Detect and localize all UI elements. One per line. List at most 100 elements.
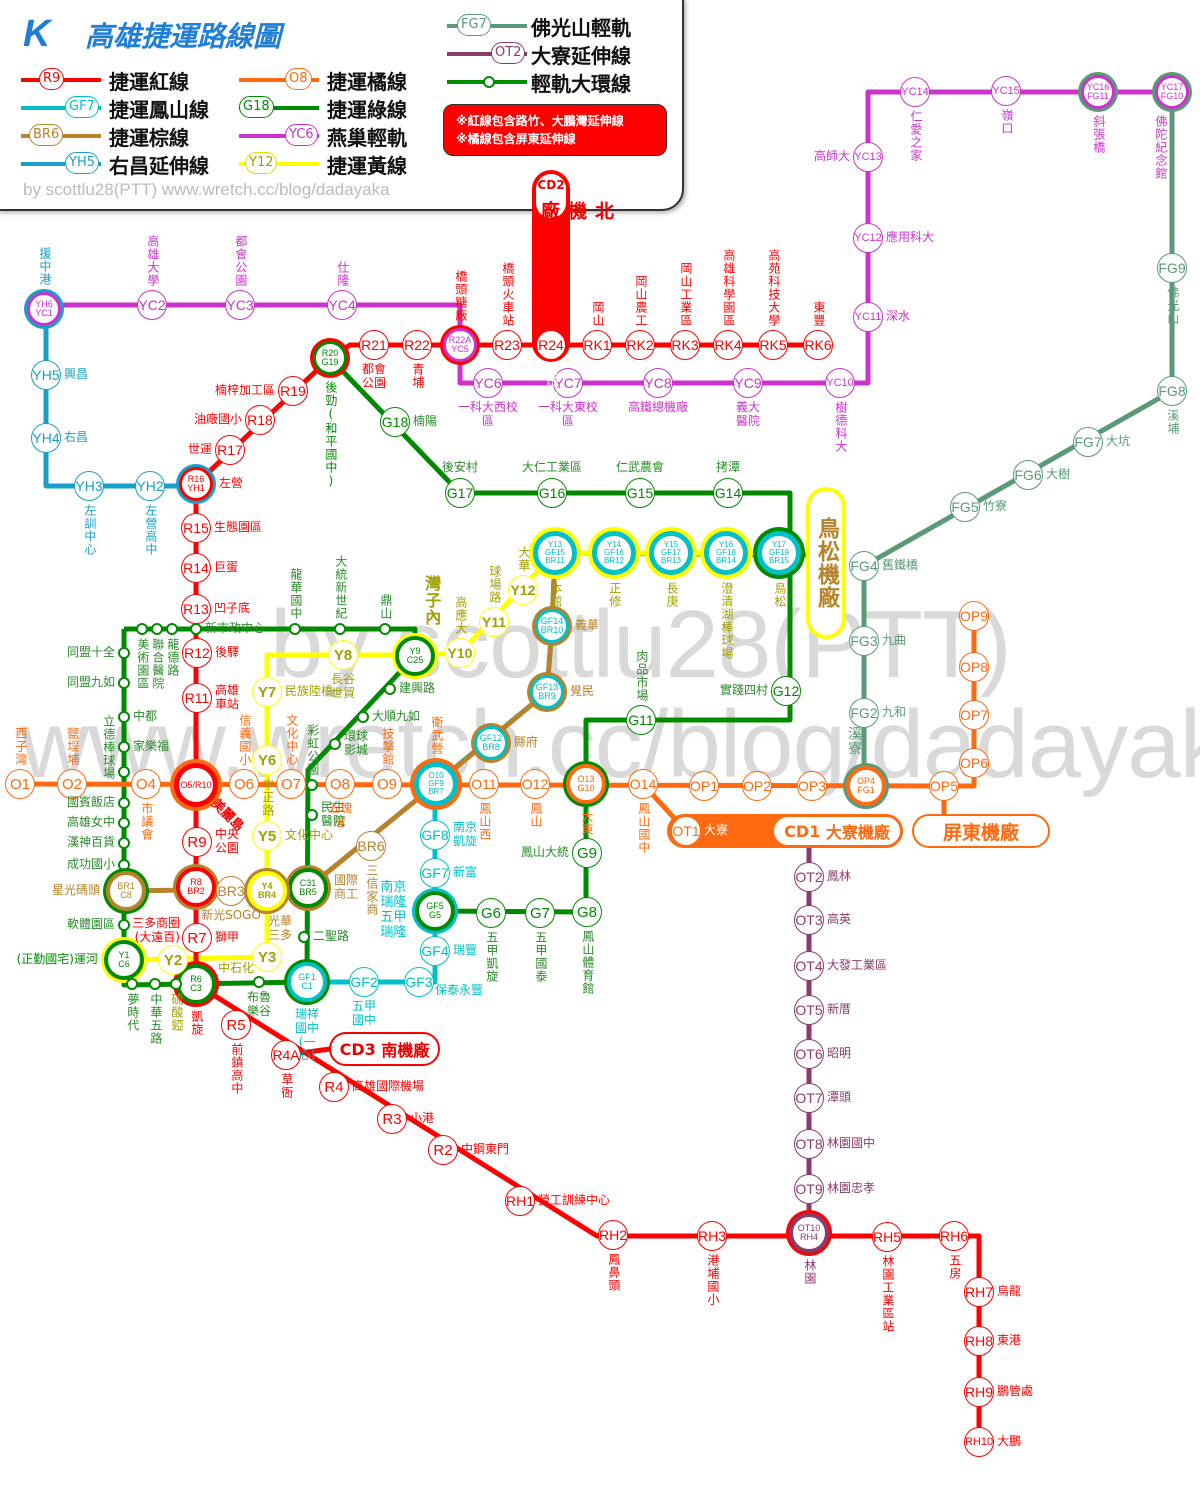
station[interactable]: FG3 (849, 626, 879, 656)
station[interactable]: R8 BR2 (176, 867, 216, 907)
station[interactable]: RH6 (939, 1221, 969, 1251)
station[interactable]: R22 (402, 330, 432, 360)
station[interactable]: R21 (359, 330, 389, 360)
station[interactable]: O9 (372, 769, 402, 799)
station[interactable]: G18 (380, 407, 410, 437)
station[interactable]: OP6 (959, 748, 989, 778)
station[interactable]: G15 (625, 478, 655, 508)
station[interactable]: GF3 (404, 967, 434, 997)
station[interactable]: Y13 GF15 BR11 (533, 531, 577, 575)
station[interactable]: YC11 (853, 302, 883, 332)
station[interactable]: RK5 (758, 330, 788, 360)
station[interactable]: R20 G19 (313, 341, 347, 375)
station[interactable]: G6 (476, 898, 506, 928)
station[interactable]: YC9 (733, 368, 763, 398)
station[interactable]: RK6 (803, 330, 833, 360)
station[interactable] (118, 837, 130, 849)
station[interactable]: R9 (182, 827, 212, 857)
station[interactable]: YC13 (853, 142, 883, 172)
station[interactable] (306, 809, 318, 821)
station[interactable]: RH2 (598, 1220, 628, 1250)
station[interactable]: Y2 (158, 945, 188, 975)
station[interactable]: R13 (181, 594, 211, 624)
station[interactable] (166, 623, 178, 635)
station[interactable]: Y11 (479, 607, 509, 637)
station[interactable] (136, 623, 148, 635)
station[interactable]: YH2 (135, 471, 165, 501)
station[interactable] (190, 623, 202, 635)
station[interactable]: GF4 (420, 936, 450, 966)
station[interactable]: YH6 YC1 (27, 292, 61, 326)
station[interactable]: GF8 (420, 820, 450, 850)
station[interactable]: OP5 (929, 771, 959, 801)
station[interactable]: YC12 (853, 223, 883, 253)
station[interactable]: Y7 (252, 677, 282, 707)
station[interactable]: OT10 RH4 (789, 1213, 829, 1253)
station[interactable]: R4 (319, 1072, 349, 1102)
station[interactable]: GF12 BR8 (474, 726, 508, 760)
station[interactable]: FG4 (849, 551, 879, 581)
station[interactable]: OP4 FG1 (846, 766, 886, 806)
station[interactable]: Y1 C6 (104, 940, 144, 980)
station[interactable]: OT3 (794, 905, 824, 935)
station[interactable]: O4 (131, 769, 161, 799)
station[interactable] (334, 623, 346, 635)
station[interactable]: RK1 (582, 330, 612, 360)
station[interactable] (357, 711, 369, 723)
station[interactable] (118, 859, 130, 871)
station[interactable]: Y9 C25 (395, 636, 435, 676)
station[interactable] (306, 779, 318, 791)
station[interactable]: G11 (626, 705, 656, 735)
station[interactable]: GF1 C1 (287, 962, 327, 1002)
station[interactable]: RH10 (964, 1427, 994, 1457)
station[interactable] (118, 677, 130, 689)
station[interactable]: GF5 G5 (415, 891, 455, 931)
station[interactable]: GF2 (349, 967, 379, 997)
station[interactable]: R23 (492, 330, 522, 360)
station[interactable]: Y8 (328, 640, 358, 670)
station[interactable]: G12 (771, 676, 801, 706)
station[interactable] (379, 623, 391, 635)
station[interactable] (118, 766, 130, 778)
station[interactable]: GF7 (420, 858, 450, 888)
station[interactable]: YC17 FG10 (1155, 75, 1189, 109)
station[interactable]: R18 (245, 405, 275, 435)
station[interactable]: O2 (57, 769, 87, 799)
station[interactable]: OT2 (794, 862, 824, 892)
station[interactable]: O12 (520, 769, 550, 799)
station[interactable]: BR3 (216, 876, 246, 906)
station[interactable]: FG8 (1157, 376, 1187, 406)
station[interactable]: RH5 (872, 1222, 902, 1252)
station[interactable]: OP9 (959, 601, 989, 631)
station[interactable] (329, 738, 341, 750)
station[interactable]: OP2 (742, 771, 772, 801)
station[interactable]: Y16 GF18 BR14 (704, 531, 748, 575)
station[interactable] (149, 978, 161, 990)
station[interactable]: R24 (536, 330, 566, 360)
station[interactable]: YH5 (31, 360, 61, 390)
station[interactable]: FG6 (1013, 460, 1043, 490)
station[interactable] (118, 797, 130, 809)
station[interactable]: YC6 (473, 368, 503, 398)
station[interactable]: O10 GF9 BR7 (414, 762, 458, 806)
station[interactable]: O8 (325, 769, 355, 799)
station[interactable]: BR6 (356, 831, 386, 861)
station[interactable]: RK3 (670, 330, 700, 360)
station[interactable]: OT8 (794, 1129, 824, 1159)
station[interactable]: O14 (628, 769, 658, 799)
station[interactable] (253, 976, 265, 988)
station[interactable]: RH3 (697, 1221, 727, 1251)
station[interactable]: G17 (445, 478, 475, 508)
station[interactable]: R19 (278, 376, 308, 406)
station[interactable]: G8 (572, 897, 602, 927)
station[interactable]: GF13 BR9 (530, 675, 564, 709)
station[interactable]: OT4 (794, 951, 824, 981)
station[interactable]: OP1 (689, 771, 719, 801)
station[interactable]: Y12 (508, 575, 538, 605)
station[interactable]: OT9 (794, 1174, 824, 1204)
station[interactable]: OT1 (671, 816, 701, 846)
station[interactable]: O1 (5, 769, 35, 799)
station[interactable]: FG7 (1073, 427, 1103, 457)
station[interactable]: YH3 (74, 471, 104, 501)
station[interactable]: YC8 (643, 368, 673, 398)
